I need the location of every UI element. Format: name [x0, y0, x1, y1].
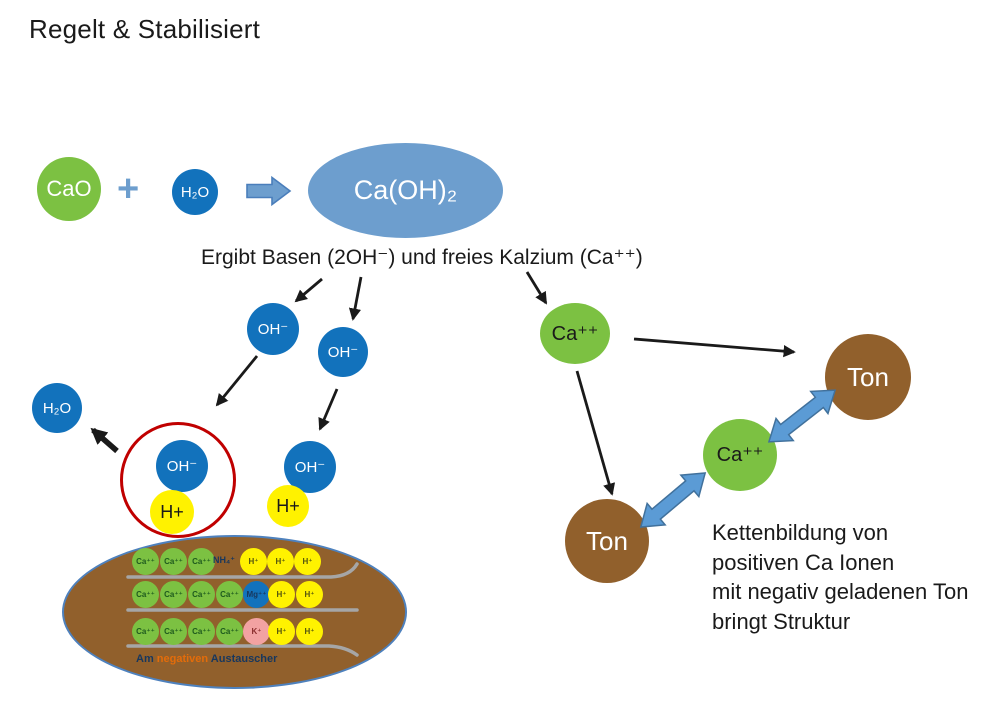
- ion-h: H⁺: [296, 581, 323, 608]
- chain-caption-line: Kettenbildung von: [712, 520, 889, 545]
- exchanger-label-prefix: Am: [136, 653, 157, 665]
- ion-ca: Ca⁺⁺: [132, 618, 159, 645]
- arrow-ca-to-ton-bottom-icon: [575, 370, 616, 496]
- ion-ca: Ca⁺⁺: [132, 581, 159, 608]
- arrow-oh-b-down-icon: [318, 388, 339, 431]
- oh-circle-b: OH⁻: [318, 327, 368, 377]
- chain-caption-line: positiven Ca Ionen: [712, 549, 895, 575]
- ion-ca: Ca⁺⁺: [160, 581, 187, 608]
- arrow-to-oh-a-icon: [294, 277, 323, 303]
- chain-caption: Kettenbildung von positiven Ca Ionen mit…: [712, 518, 968, 636]
- oh-circle-a: OH⁻: [247, 303, 299, 355]
- ion-ca: Ca⁺⁺: [216, 618, 243, 645]
- h2o-circle: H₂O: [172, 169, 218, 215]
- highlight-red-circle: [120, 422, 236, 538]
- oh-pair: OH⁻: [284, 441, 336, 493]
- chain-caption-line: mit negativ geladenen Ton: [712, 579, 969, 604]
- reaction-arrow-icon: [246, 175, 292, 207]
- page-title: Regelt & Stabilisiert: [29, 14, 261, 44]
- reaction-caption: Ergibt Basen (2OH⁻) und freies Kalzium (…: [201, 246, 643, 269]
- ion-ca: Ca⁺⁺: [132, 548, 159, 575]
- h2o-released-circle: H₂O: [32, 383, 82, 433]
- ion-ca: Ca⁺⁺: [188, 618, 215, 645]
- ion-h: H⁺: [268, 581, 295, 608]
- arrow-to-h2o-released-icon: [90, 427, 119, 454]
- arrow-ca-to-ton-top-icon: [633, 337, 796, 358]
- cao-circle: CaO: [37, 157, 101, 221]
- arrow-to-ca-free-icon: [525, 271, 548, 305]
- exchanger-ellipse: [62, 535, 407, 689]
- ca-free-circle: Ca⁺⁺: [540, 303, 610, 364]
- ion-ca: Ca⁺⁺: [188, 581, 215, 608]
- chain-caption-line: bringt Struktur: [712, 608, 851, 634]
- caoh2-ellipse: Ca(OH)₂: [308, 143, 503, 238]
- ion-ca: Ca⁺⁺: [160, 548, 187, 575]
- exchanger-label: Am negativen Austauscher: [136, 653, 277, 665]
- ton-bottom-circle: Ton: [565, 499, 649, 583]
- ion-k: K⁺: [243, 618, 270, 645]
- ion-ca: Ca⁺⁺: [216, 581, 243, 608]
- ion-h: H⁺: [268, 618, 295, 645]
- ion-h: H⁺: [296, 618, 323, 645]
- exchanger-label-highlight: negativen: [156, 653, 209, 665]
- ion-mg: Mg⁺⁺: [243, 581, 270, 608]
- exchanger-label-suffix: Austauscher: [208, 653, 278, 665]
- h-pair: H+: [267, 485, 309, 527]
- arrow-to-oh-b-icon: [348, 276, 363, 321]
- ion-h: H⁺: [240, 548, 267, 575]
- h-circled: H+: [150, 490, 194, 534]
- ion-nh4: NH₄⁺: [212, 555, 236, 565]
- ion-ca: Ca⁺⁺: [188, 548, 215, 575]
- ion-h: H⁺: [267, 548, 294, 575]
- ion-h: H⁺: [294, 548, 321, 575]
- arrow-oh-a-down-icon: [215, 355, 259, 407]
- ton-top-circle: Ton: [825, 334, 911, 420]
- plus-sign: +: [117, 168, 140, 210]
- ca-mid-circle: Ca⁺⁺: [703, 419, 777, 491]
- oh-circled: OH⁻: [156, 440, 208, 492]
- ion-ca: Ca⁺⁺: [160, 618, 187, 645]
